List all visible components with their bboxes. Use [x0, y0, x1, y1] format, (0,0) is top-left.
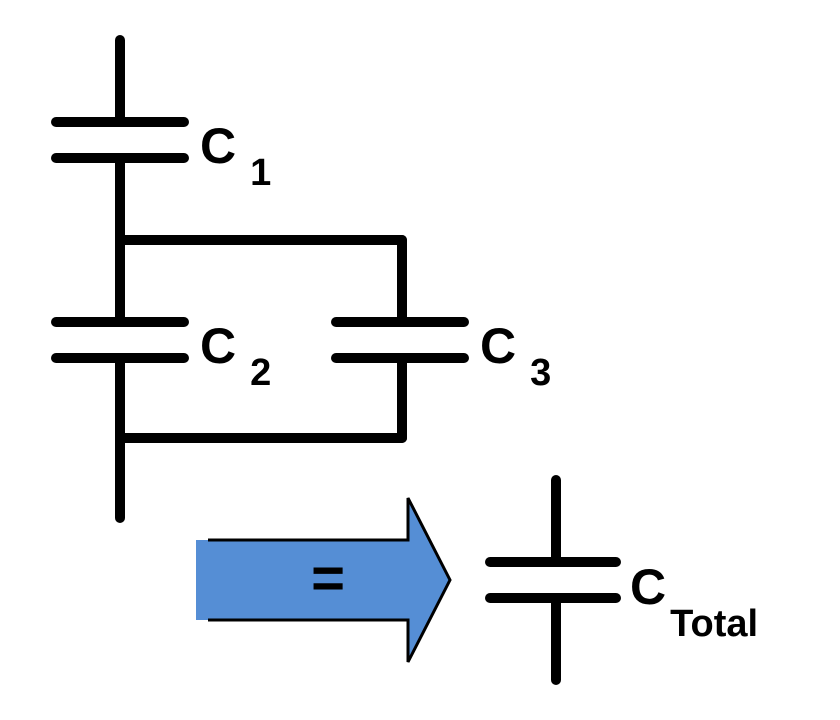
c3-letter: C	[480, 318, 516, 374]
arrow-body	[196, 498, 450, 662]
capacitor-c1	[51, 117, 189, 163]
arrow-outline	[208, 497, 452, 663]
c1-subscript: 1	[250, 152, 271, 194]
arrow-equals-symbol: =	[311, 546, 345, 611]
ctotal-subscript: Total	[670, 603, 758, 645]
left-network-wires	[115, 35, 407, 523]
capacitor-c3	[331, 317, 469, 363]
ctotal-letter: C	[630, 559, 666, 615]
equivalent-capacitor-wires	[485, 475, 621, 685]
c3-subscript: 3	[530, 352, 551, 394]
c1-letter: C	[200, 118, 236, 174]
c2-letter: C	[200, 318, 236, 374]
c2-subscript: 2	[250, 352, 271, 394]
ctotal-label: CTotal	[630, 559, 758, 645]
capacitor-c2	[51, 317, 189, 363]
equals-arrow: =	[196, 497, 452, 663]
